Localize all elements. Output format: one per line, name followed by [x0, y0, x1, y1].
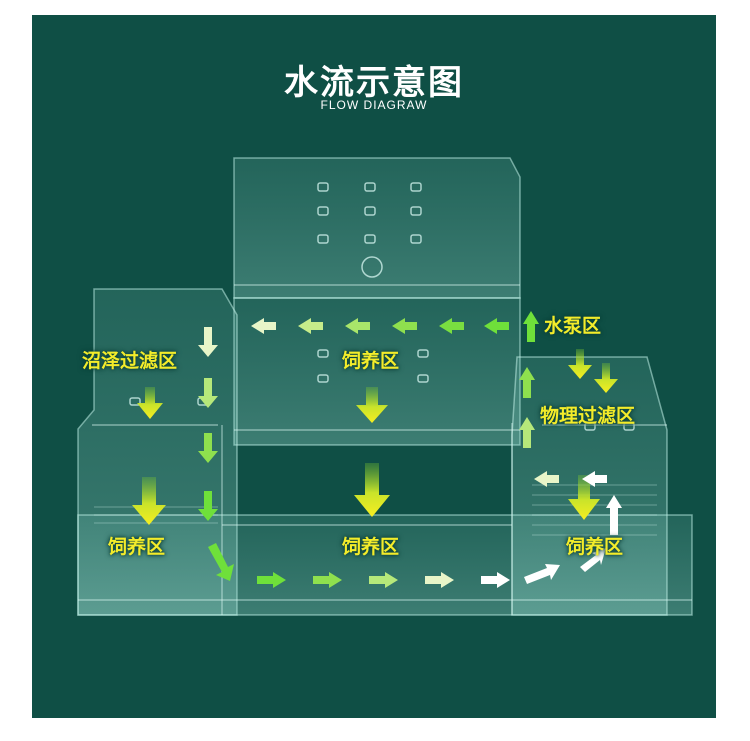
label-physical-filter: 物理过滤区 — [540, 405, 636, 427]
page-title: 水流示意图 — [284, 63, 464, 103]
flow-arrow — [208, 543, 234, 581]
tank-body — [77, 157, 693, 616]
down-arrow-right — [568, 475, 600, 520]
label-feeding-top: 饲养区 — [342, 350, 400, 372]
down-arrow-pump-1 — [568, 349, 592, 379]
flow-arrow — [481, 572, 510, 588]
flow-arrow — [524, 564, 560, 584]
down-arrow-pump-2 — [594, 363, 618, 393]
flow-arrow — [369, 572, 398, 588]
diagram-panel: 水流示意图 FLOW DIAGRAW — [32, 15, 716, 718]
label-feeding-left: 饲养区 — [108, 536, 166, 558]
flow-arrow — [198, 327, 218, 357]
flow-arrow — [345, 318, 370, 334]
flow-arrow — [198, 491, 218, 521]
aquarium-illustration — [77, 157, 693, 616]
label-pump: 水泵区 — [544, 315, 602, 337]
flow-arrow — [198, 378, 218, 408]
flow-arrow — [198, 433, 218, 463]
flow-arrow — [580, 548, 606, 572]
label-marsh-filter: 沼泽过滤区 — [82, 350, 178, 372]
flow-arrow — [534, 471, 559, 487]
down-arrow-left — [132, 477, 166, 525]
flow-arrow — [257, 572, 286, 588]
label-feeding-center: 饲养区 — [342, 536, 400, 558]
flow-arrow — [484, 318, 509, 334]
down-arrow-center-top — [356, 387, 388, 423]
flow-arrow — [251, 318, 276, 334]
label-feeding-right: 饲养区 — [566, 536, 624, 558]
flow-arrow — [392, 318, 417, 334]
down-arrows — [132, 349, 618, 525]
flow-arrow — [519, 417, 535, 448]
down-arrow-left-top — [137, 387, 163, 419]
flow-arrow — [439, 318, 464, 334]
flow-arrow — [519, 367, 535, 398]
flow-arrows — [198, 311, 622, 588]
flow-arrow — [425, 572, 454, 588]
top-box — [233, 157, 521, 299]
flow-arrow — [606, 495, 622, 535]
flow-arrow — [298, 318, 323, 334]
flow-arrow — [523, 311, 539, 342]
down-arrow-center — [354, 463, 390, 517]
flow-arrow — [313, 572, 342, 588]
glass-edges — [78, 284, 692, 615]
page-subtitle: FLOW DIAGRAW — [320, 98, 428, 112]
flow-arrow — [582, 471, 607, 487]
